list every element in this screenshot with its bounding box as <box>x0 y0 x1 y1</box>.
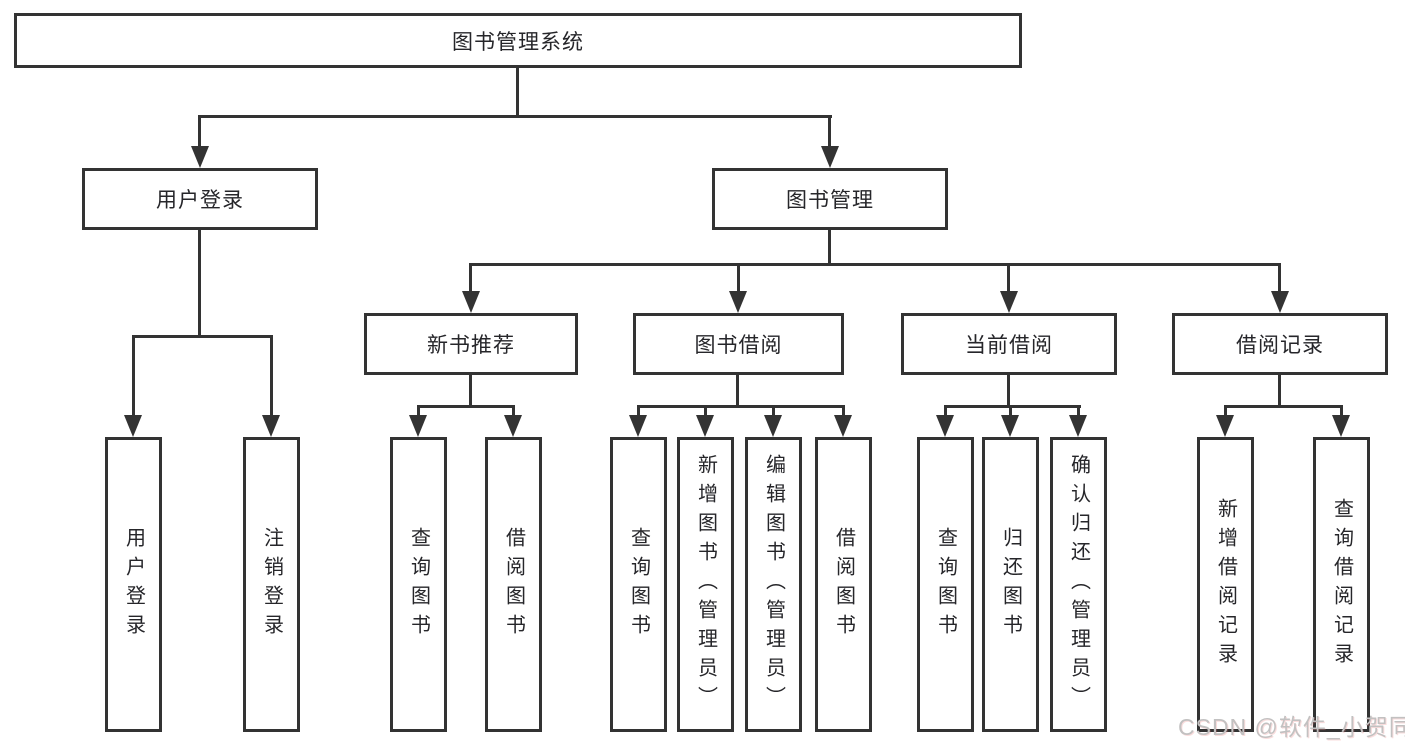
arrowhead <box>696 415 714 437</box>
connector <box>944 405 1081 408</box>
arrowhead <box>764 415 782 437</box>
connector <box>1077 405 1080 417</box>
arrowhead <box>191 146 209 168</box>
leaf-label: 归还图书 <box>999 526 1022 643</box>
leaf-label: 查询图书 <box>627 526 650 643</box>
leaf-bw-add-books-admin: 新增图书（管理员） <box>677 437 734 732</box>
arrowhead <box>1069 415 1087 437</box>
node-new-book-recommend: 新书推荐 <box>364 313 578 375</box>
node-book-borrow: 图书借阅 <box>633 313 844 375</box>
node-root-library-system: 图书管理系统 <box>14 13 1022 68</box>
connector <box>469 263 1281 266</box>
connector <box>270 335 273 417</box>
connector <box>944 405 947 417</box>
arrowhead <box>262 415 280 437</box>
connector <box>198 115 201 148</box>
connector <box>637 405 845 408</box>
leaf-logout: 注销登录 <box>243 437 300 732</box>
connector <box>1340 405 1343 417</box>
connector <box>1007 263 1010 293</box>
connector <box>198 115 832 118</box>
csdn-watermark: CSDN @软件_小贺同学 <box>1178 714 1405 740</box>
arrowhead <box>1000 291 1018 313</box>
node-book-management: 图书管理 <box>712 168 948 230</box>
connector <box>842 405 845 417</box>
connector <box>1007 375 1010 405</box>
leaf-bw-borrow-books: 借阅图书 <box>815 437 872 732</box>
leaf-nb-query-books: 查询图书 <box>390 437 447 732</box>
arrowhead <box>1216 415 1234 437</box>
leaf-cur-confirm-return-admin: 确认归还（管理员） <box>1050 437 1107 732</box>
leaf-cur-query-books: 查询图书 <box>917 437 974 732</box>
leaf-label: 新增借阅记录 <box>1214 497 1237 672</box>
arrowhead <box>1001 415 1019 437</box>
connector <box>737 263 740 293</box>
connector <box>828 115 831 148</box>
leaf-label: 查询图书 <box>934 526 957 643</box>
connector <box>704 405 707 417</box>
leaf-label: 查询借阅记录 <box>1330 497 1353 672</box>
connector <box>132 335 135 417</box>
connector <box>469 263 472 293</box>
leaf-label: 编辑图书（管理员） <box>762 454 785 715</box>
arrowhead <box>1332 415 1350 437</box>
connector <box>828 230 831 263</box>
leaf-rec-query-record: 查询借阅记录 <box>1313 437 1370 732</box>
connector <box>637 405 640 417</box>
arrowhead <box>409 415 427 437</box>
connector <box>516 68 519 115</box>
leaf-rec-add-record: 新增借阅记录 <box>1197 437 1254 732</box>
connector <box>1224 405 1227 417</box>
node-borrow-records: 借阅记录 <box>1172 313 1388 375</box>
connector <box>417 405 420 417</box>
arrowhead <box>462 291 480 313</box>
connector <box>736 375 739 405</box>
connector <box>1278 375 1281 405</box>
leaf-nb-borrow-books: 借阅图书 <box>485 437 542 732</box>
node-user-login: 用户登录 <box>82 168 318 230</box>
leaf-bw-edit-books-admin: 编辑图书（管理员） <box>745 437 802 732</box>
connector <box>512 405 515 417</box>
connector <box>198 230 201 335</box>
arrowhead <box>124 415 142 437</box>
arrowhead <box>834 415 852 437</box>
leaf-label: 查询图书 <box>407 526 430 643</box>
connector <box>1224 405 1343 408</box>
connector <box>132 335 273 338</box>
arrowhead <box>1271 291 1289 313</box>
leaf-label: 借阅图书 <box>502 526 525 643</box>
leaf-label: 注销登录 <box>260 526 283 643</box>
connector <box>1009 405 1012 417</box>
arrowhead <box>629 415 647 437</box>
arrowhead <box>729 291 747 313</box>
leaf-label: 新增图书（管理员） <box>694 454 717 715</box>
arrowhead <box>936 415 954 437</box>
connector <box>417 405 515 408</box>
node-current-borrow: 当前借阅 <box>901 313 1117 375</box>
leaf-user-login: 用户登录 <box>105 437 162 732</box>
arrowhead <box>504 415 522 437</box>
leaf-bw-query-books: 查询图书 <box>610 437 667 732</box>
connector <box>772 405 775 417</box>
leaf-label: 借阅图书 <box>832 526 855 643</box>
leaf-label: 确认归还（管理员） <box>1067 454 1090 715</box>
leaf-label: 用户登录 <box>122 526 145 643</box>
connector <box>469 375 472 405</box>
leaf-cur-return-books: 归还图书 <box>982 437 1039 732</box>
arrowhead <box>821 146 839 168</box>
connector <box>1278 263 1281 293</box>
